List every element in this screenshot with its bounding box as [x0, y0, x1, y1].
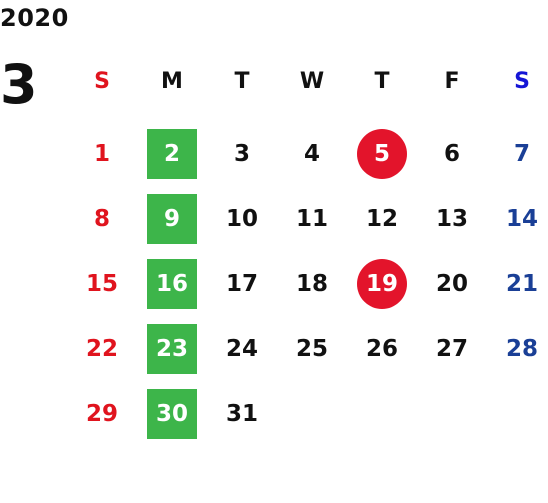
day-number: 24 [225, 335, 258, 362]
year-label: 2020 [0, 4, 69, 32]
day-cell[interactable]: 18 [277, 251, 347, 316]
day-number: 12 [365, 205, 398, 232]
day-cell[interactable]: 14 [487, 186, 548, 251]
day-cell[interactable]: 24 [207, 316, 277, 381]
day-number: 13 [435, 205, 468, 232]
day-cell[interactable]: 29 [67, 381, 137, 446]
weekday-header-friday: F [444, 68, 460, 94]
day-number: 17 [225, 270, 258, 297]
day-cell[interactable]: 11 [277, 186, 347, 251]
day-number: 5 [373, 140, 390, 167]
day-cell[interactable]: 17 [207, 251, 277, 316]
calendar-grid: S M T W T F S 1 2 3 4 5 6 7 8 9 10 11 12… [67, 56, 548, 446]
day-number: 11 [295, 205, 328, 232]
day-cell[interactable]: 20 [417, 251, 487, 316]
day-cell[interactable]: 31 [207, 381, 277, 446]
day-cell[interactable]: 3 [207, 121, 277, 186]
weekday-header-thursday: T [374, 68, 390, 94]
day-cell-highlight-green[interactable]: 2 [137, 121, 207, 186]
day-number: 28 [505, 335, 538, 362]
day-number: 2 [163, 140, 180, 167]
day-cell[interactable]: 13 [417, 186, 487, 251]
day-number: 4 [303, 140, 320, 167]
day-number: 10 [225, 205, 258, 232]
day-cell[interactable]: 27 [417, 316, 487, 381]
weekday-header-tuesday: T [234, 68, 250, 94]
day-cell[interactable]: 1 [67, 121, 137, 186]
day-number: 30 [155, 400, 188, 427]
empty-day-cell [487, 381, 548, 446]
weekday-header-wednesday: W [299, 68, 325, 94]
day-number: 16 [155, 270, 188, 297]
day-number: 3 [233, 140, 250, 167]
day-cell[interactable]: 6 [417, 121, 487, 186]
day-number: 7 [513, 140, 530, 167]
day-cell[interactable]: 22 [67, 316, 137, 381]
day-cell[interactable]: 7 [487, 121, 548, 186]
day-number: 15 [85, 270, 118, 297]
day-number: 21 [505, 270, 538, 297]
weekday-header-saturday: S [514, 68, 530, 94]
day-cell[interactable]: 21 [487, 251, 548, 316]
day-cell[interactable]: 28 [487, 316, 548, 381]
weekday-header-monday: M [161, 68, 183, 94]
day-cell[interactable]: 15 [67, 251, 137, 316]
day-number: 19 [365, 270, 398, 297]
empty-day-cell [417, 381, 487, 446]
day-number: 20 [435, 270, 468, 297]
day-cell[interactable]: 25 [277, 316, 347, 381]
day-number: 6 [443, 140, 460, 167]
day-number: 1 [93, 140, 110, 167]
empty-day-cell [277, 381, 347, 446]
day-cell-highlight-green[interactable]: 16 [137, 251, 207, 316]
day-cell-highlight-red[interactable]: 5 [347, 121, 417, 186]
day-number: 23 [155, 335, 188, 362]
day-cell[interactable]: 12 [347, 186, 417, 251]
day-number: 27 [435, 335, 468, 362]
day-number: 25 [295, 335, 328, 362]
day-cell[interactable]: 8 [67, 186, 137, 251]
day-cell-highlight-red[interactable]: 19 [347, 251, 417, 316]
day-cell[interactable]: 10 [207, 186, 277, 251]
day-number: 29 [85, 400, 118, 427]
day-number: 26 [365, 335, 398, 362]
day-number: 8 [93, 205, 110, 232]
day-cell[interactable]: 26 [347, 316, 417, 381]
day-number: 9 [163, 205, 180, 232]
day-cell-highlight-green[interactable]: 23 [137, 316, 207, 381]
day-number: 22 [85, 335, 118, 362]
day-number: 18 [295, 270, 328, 297]
day-cell-highlight-green[interactable]: 9 [137, 186, 207, 251]
day-number: 31 [225, 400, 258, 427]
month-label: 3 [0, 53, 38, 116]
day-cell[interactable]: 4 [277, 121, 347, 186]
day-number: 14 [505, 205, 538, 232]
day-cell-highlight-green[interactable]: 30 [137, 381, 207, 446]
empty-day-cell [347, 381, 417, 446]
weekday-header-sunday: S [94, 68, 110, 94]
